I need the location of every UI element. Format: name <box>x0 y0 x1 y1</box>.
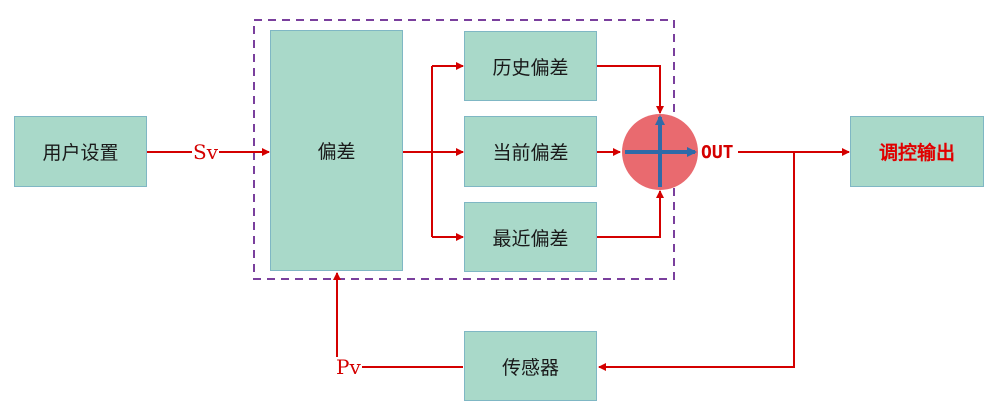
sensor-label: 传感器 <box>501 356 559 379</box>
user-setting-block: 用户设置 <box>14 116 147 187</box>
feedback-to-sensor-arrow <box>598 152 795 371</box>
current-deviation-block: 当前偏差 <box>464 116 597 187</box>
sensor-block: 传感器 <box>464 331 597 401</box>
recent-to-sum-arrow <box>597 190 664 238</box>
control-output-label: 调控输出 <box>878 142 955 164</box>
current-deviation-label: 当前偏差 <box>492 142 569 164</box>
out-signal-label: OUT <box>701 142 734 163</box>
control-output-block: 调控输出 <box>850 116 984 187</box>
sv-signal-label: Sv <box>192 140 219 164</box>
user-setting-label: 用户设置 <box>42 142 119 164</box>
history-deviation-label: 历史偏差 <box>492 56 569 79</box>
recent-deviation-label: 最近偏差 <box>492 227 569 250</box>
deviation-block: 偏差 <box>270 30 403 271</box>
history-to-sum-arrow <box>597 65 664 114</box>
deviation-label: 偏差 <box>317 141 356 163</box>
history-deviation-block: 历史偏差 <box>464 31 597 101</box>
recent-deviation-block: 最近偏差 <box>464 202 597 272</box>
sensor-to-deviation-arrow <box>333 272 463 368</box>
pv-signal-label: Pv <box>335 355 362 379</box>
